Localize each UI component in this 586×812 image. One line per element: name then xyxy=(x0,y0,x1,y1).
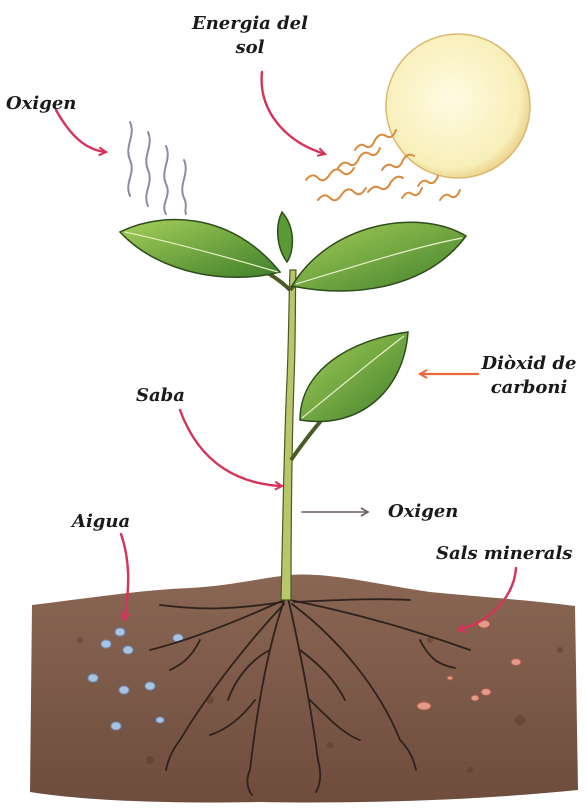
label-co2-line1: Diòxid de xyxy=(476,352,582,376)
arrow-sap xyxy=(180,410,282,486)
label-sap: Saba xyxy=(136,384,185,408)
arrow-oxygen-top xyxy=(56,110,106,152)
label-sun-energy-line2: sol xyxy=(170,36,330,60)
label-co2: Diòxid de carboni xyxy=(476,352,582,400)
label-sun-energy-line1: Energia del xyxy=(170,12,330,36)
leaf-right xyxy=(292,222,466,291)
leaf-left xyxy=(120,220,280,278)
oxygen-vapor-lines xyxy=(128,122,186,214)
label-co2-line2: carboni xyxy=(476,376,582,400)
stem xyxy=(200,248,340,600)
label-oxygen-mid: Oxigen xyxy=(388,500,458,524)
label-water: Aigua xyxy=(72,510,130,534)
label-oxygen-top: Oxigen xyxy=(6,92,76,116)
leaf-bud xyxy=(278,212,293,262)
label-minerals: Sals minerals xyxy=(436,542,572,566)
arrow-sun-energy xyxy=(262,72,325,154)
label-sun-energy: Energia del sol xyxy=(170,12,330,60)
